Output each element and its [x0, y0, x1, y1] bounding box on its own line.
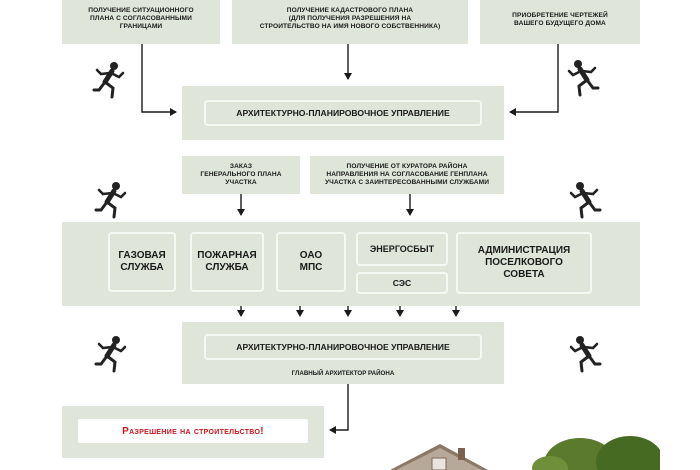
running-man-icon — [569, 182, 602, 219]
gas-service-box: Газовая служба — [108, 232, 176, 292]
arrow-situational-to-apu — [141, 44, 177, 116]
curator-referral-box: Получение от куратора района направления… — [310, 156, 504, 194]
permit-box: Разрешение на строительство! — [62, 406, 324, 458]
running-man-icon — [567, 60, 600, 97]
running-man-icon — [92, 62, 125, 99]
situational-plan-box: получение ситуационного плана с согласов… — [62, 0, 220, 44]
tree-small — [532, 456, 568, 470]
permit-inner: Разрешение на строительство! — [78, 419, 308, 443]
apu-bottom-subtitle: главный архитектор района — [291, 370, 395, 377]
general-plan-order-box: Заказ генерального плана участка — [182, 156, 300, 194]
running-man-icon — [569, 336, 602, 373]
mps-box: ОАО МПС — [276, 232, 346, 292]
cadastral-plan-box: получение кадастрового плана (для получе… — [232, 0, 468, 44]
apu-bottom-title: Архитектурно-планировочное управление — [204, 334, 482, 360]
house-window — [431, 457, 447, 470]
apu-top-box: Архитектурно-планировочное управление — [182, 86, 504, 140]
house-drawings-box: приобретение чертежей вашего будущего до… — [480, 0, 640, 44]
fire-service-box: Пожарная служба — [190, 232, 264, 292]
running-man-icon — [94, 336, 127, 373]
house-photo — [390, 436, 660, 470]
administration-box: Администрация поселкового совета — [456, 232, 592, 294]
arrow-apu-to-permit — [329, 384, 349, 434]
running-man-icon — [94, 182, 127, 219]
apu-top-title: Архитектурно-планировочное управление — [204, 100, 482, 126]
house-drawings-label: приобретение чертежей вашего будущего до… — [512, 11, 608, 27]
house-chimney — [458, 448, 465, 460]
general-plan-order-label: Заказ генерального плана участка — [200, 162, 282, 187]
energosbyt-box: Энергосбыт — [356, 232, 448, 266]
ses-box: СЭС — [356, 272, 448, 294]
tree-right — [596, 436, 660, 470]
apu-bottom-box: Архитектурно-планировочное управление гл… — [182, 322, 504, 384]
situational-plan-label: получение ситуационного плана с согласов… — [88, 6, 194, 31]
permit-label: Разрешение на строительство! — [122, 425, 264, 437]
curator-referral-label: Получение от куратора района направления… — [324, 162, 490, 187]
arrow-drawings-to-apu — [509, 44, 559, 116]
cadastral-plan-label: получение кадастрового плана (для получе… — [259, 6, 441, 31]
